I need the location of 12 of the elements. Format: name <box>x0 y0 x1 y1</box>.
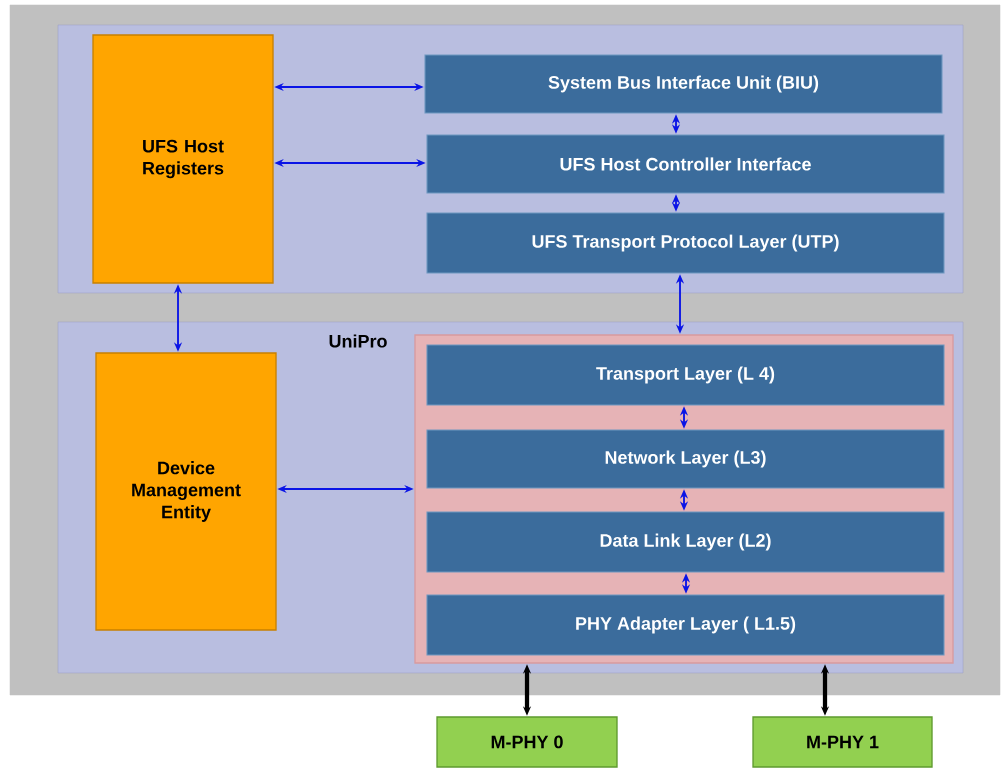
heading: UniPro <box>329 334 387 348</box>
register-box: Device Management Entity <box>95 352 277 631</box>
layer-box: System Bus Interface Unit (BIU) <box>424 54 943 114</box>
layer-box: Data Link Layer (L2) <box>426 511 945 573</box>
layer-box: UFS Transport Protocol Layer (UTP) <box>426 212 945 274</box>
layer-box: Network Layer (L3) <box>426 429 945 489</box>
layer-box: UFS Host Controller Interface <box>426 134 945 194</box>
layer-box: Transport Layer (L 4) <box>426 344 945 406</box>
phy-box: M-PHY 1 <box>752 716 933 768</box>
layer-box: PHY Adapter Layer ( L1.5) <box>426 594 945 656</box>
phy-box: M-PHY 0 <box>436 716 618 768</box>
register-box: UFS Host Registers <box>92 34 274 284</box>
